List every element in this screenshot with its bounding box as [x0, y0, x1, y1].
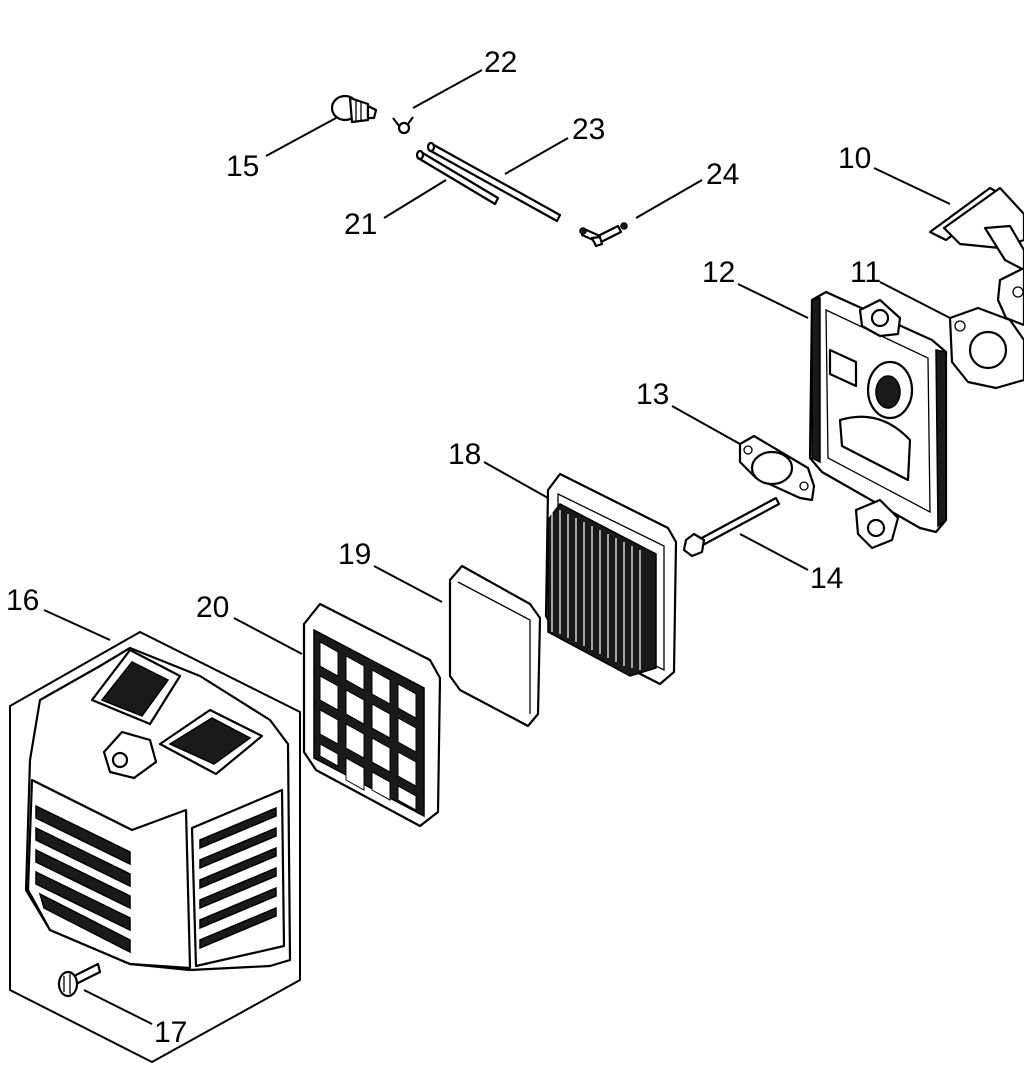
label-23: 23 — [572, 113, 605, 146]
part-17-knob-screw — [57, 962, 102, 998]
part-15-primer-bulb — [330, 94, 378, 124]
part-19-foam-prefilter — [448, 564, 542, 728]
part-23-fuel-tube — [426, 141, 562, 223]
part-24-elbow-fitting — [579, 222, 628, 248]
part-13-bracket — [738, 434, 816, 502]
label-10: 10 — [838, 142, 871, 175]
part-20-filter-grid — [302, 602, 442, 828]
part-number-labels: 10 11 12 13 14 15 16 17 18 19 20 21 22 2… — [6, 46, 881, 1049]
label-12: 12 — [702, 256, 735, 289]
part-11-gasket — [948, 306, 1024, 390]
label-11: 11 — [850, 256, 881, 289]
part-21-fuel-tube — [415, 149, 500, 206]
part-14-bolt — [682, 496, 781, 558]
label-24: 24 — [706, 158, 739, 191]
label-21: 21 — [344, 208, 377, 241]
label-18: 18 — [448, 438, 481, 471]
part-12-base-plate — [808, 290, 948, 550]
label-17: 17 — [154, 1016, 187, 1049]
part-18-air-filter — [544, 472, 678, 686]
part-16-air-cleaner-cover — [9, 630, 301, 1064]
label-14: 14 — [810, 562, 843, 595]
label-22: 22 — [484, 46, 517, 79]
part-10-choke-assembly — [928, 186, 1024, 327]
label-15: 15 — [226, 150, 259, 183]
part-22-clip — [392, 116, 414, 135]
label-20: 20 — [196, 591, 229, 624]
leader-lines — [43, 69, 951, 1025]
label-19: 19 — [338, 538, 371, 571]
label-13: 13 — [636, 378, 669, 411]
label-16: 16 — [6, 584, 39, 617]
